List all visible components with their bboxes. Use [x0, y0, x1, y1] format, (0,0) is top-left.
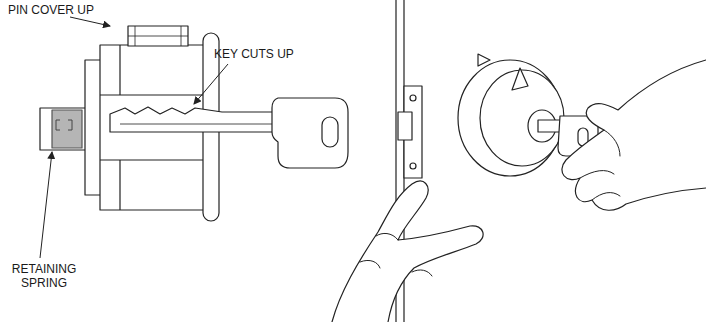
part-label: RETAINING SPRING	[2, 262, 86, 290]
arrow-mark	[478, 54, 490, 66]
key-bow	[272, 98, 348, 168]
screw	[410, 95, 416, 101]
key-in-knob	[538, 120, 562, 132]
pin-cover	[128, 26, 188, 46]
leader-line	[40, 152, 52, 258]
hand-crease	[580, 130, 620, 200]
key-hole	[322, 117, 338, 147]
key-groove	[120, 124, 275, 125]
hand-crease	[360, 233, 432, 276]
arrow-mark	[512, 68, 528, 90]
spring-clip	[56, 120, 72, 130]
leader-line	[194, 64, 228, 104]
key-blade	[110, 107, 278, 132]
retaining-spring	[52, 110, 82, 148]
right-hand	[562, 60, 706, 210]
latch-bolt	[398, 112, 412, 140]
part-label: PIN COVER UP	[8, 3, 94, 17]
part-label: KEY CUTS UP	[214, 47, 294, 61]
tail-piece	[40, 108, 90, 150]
leader-line	[70, 17, 110, 26]
screw	[410, 163, 416, 169]
left-hand	[332, 181, 483, 322]
pin-cover-detail	[128, 26, 188, 46]
